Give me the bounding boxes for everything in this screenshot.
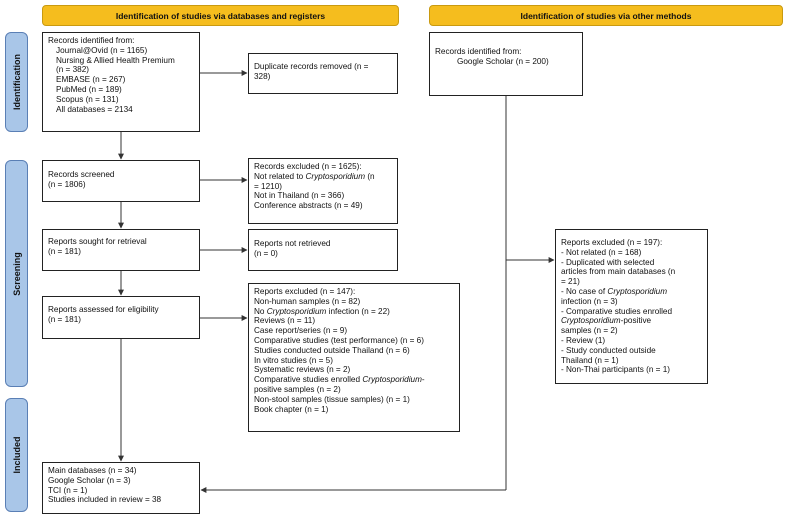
- excluded-line: Conference abstracts (n = 49): [254, 201, 363, 211]
- assessed-line: (n = 181): [48, 314, 81, 324]
- duplicates-line: Duplicate records removed (n =: [254, 62, 369, 71]
- excluded-line: = 1210): [254, 181, 282, 191]
- reason-line: Comparative studies (test performance) (…: [254, 335, 424, 345]
- google-scholar-count: Google Scholar (n = 200): [457, 56, 549, 66]
- other-reason-line: - Duplicated with selected: [561, 257, 655, 267]
- source-line: (n = 382): [56, 65, 89, 75]
- stage-included-label: Included: [11, 436, 22, 474]
- source-line: Scopus (n = 131): [56, 94, 119, 104]
- stage-identification: Identification: [5, 32, 28, 132]
- screened-line: (n = 1806): [48, 179, 86, 189]
- reason-line: Reviews (n = 11): [254, 316, 316, 326]
- reason-line: positive samples (n = 2): [254, 384, 341, 394]
- header-databases: Identification of studies via databases …: [42, 5, 399, 26]
- excluded-total: Records excluded (n = 1625):: [254, 162, 362, 171]
- reason-line: Non-human samples (n = 82): [254, 296, 361, 306]
- records-identified-title: Records identified from:: [48, 36, 135, 45]
- source-line: PubMed (n = 189): [56, 84, 122, 94]
- other-reason-line: - No case of Cryptosporidium: [561, 286, 668, 296]
- included-box: Main databases (n = 34) Google Scholar (…: [42, 462, 200, 514]
- other-excluded-total: Reports excluded (n = 197):: [561, 238, 663, 247]
- other-reason-line: - Study conducted outside: [561, 345, 656, 355]
- other-reason-line: - Not related (n = 168): [561, 247, 642, 257]
- reason-line: Book chapter (n = 1): [254, 404, 329, 414]
- other-reason-line: Thailand (n = 1): [561, 355, 619, 365]
- duplicates-line: 328): [254, 71, 271, 81]
- reports-assessed-box: Reports assessed for eligibility (n = 18…: [42, 296, 200, 339]
- other-reason-line: - Non-Thai participants (n = 1): [561, 365, 670, 375]
- screened-line: Records screened: [48, 170, 115, 179]
- other-records-title: Records identified from:: [435, 47, 522, 56]
- header-other-text: Identification of studies via other meth…: [520, 10, 692, 21]
- reason-line: In vitro studies (n = 5): [254, 355, 333, 365]
- reason-line: Studies conducted outside Thailand (n = …: [254, 345, 410, 355]
- all-databases-total: All databases = 2134: [56, 104, 133, 114]
- header-databases-text: Identification of studies via databases …: [115, 10, 326, 21]
- other-reason-line: - Review (1): [561, 335, 606, 345]
- included-line: TCI (n = 1): [48, 485, 88, 495]
- source-line: EMBASE (n = 267): [56, 75, 126, 85]
- included-line: Studies included in review = 38: [48, 495, 162, 505]
- source-line: Nursing & Allied Health Premium: [56, 55, 175, 65]
- reason-line: No Cryptosporidium infection (n = 22): [254, 306, 390, 316]
- records-screened-box: Records screened (n = 1806): [42, 160, 200, 202]
- other-reason-line: Cryptosporidium-positive: [561, 316, 652, 326]
- other-reason-line: samples (n = 2): [561, 326, 618, 336]
- not-retrieved-box: Reports not retrieved (n = 0): [248, 229, 398, 271]
- stage-screening: Screening: [5, 160, 28, 387]
- reason-line: Non-stool samples (tissue samples) (n = …: [254, 394, 410, 404]
- not-retrieved-line: (n = 0): [254, 248, 278, 258]
- reports-sought-box: Reports sought for retrieval (n = 181): [42, 229, 200, 271]
- assessed-line: Reports assessed for eligibility: [48, 305, 159, 314]
- records-identified-box: Records identified from: Journal@Ovid (n…: [42, 32, 200, 132]
- other-reason-line: - Comparative studies enrolled: [561, 306, 673, 316]
- records-excluded-box: Records excluded (n = 1625): Not related…: [248, 158, 398, 224]
- stage-identification-label: Identification: [11, 54, 22, 110]
- sought-line: Reports sought for retrieval: [48, 237, 147, 246]
- other-reason-line: = 21): [561, 277, 580, 287]
- stage-included: Included: [5, 398, 28, 512]
- not-retrieved-line: Reports not retrieved: [254, 239, 331, 248]
- included-line: Main databases (n = 34): [48, 466, 137, 475]
- sought-line: (n = 181): [48, 246, 81, 256]
- reason-line: Systematic reviews (n = 2): [254, 365, 351, 375]
- reports-excluded-total: Reports excluded (n = 147):: [254, 287, 356, 296]
- header-other-methods: Identification of studies via other meth…: [429, 5, 783, 26]
- reason-line: Case report/series (n = 9): [254, 326, 348, 336]
- other-reason-line: infection (n = 3): [561, 296, 618, 306]
- other-reason-line: articles from main databases (n: [561, 267, 676, 277]
- reason-line: Comparative studies enrolled Cryptospori…: [254, 375, 425, 385]
- other-excluded-box: Reports excluded (n = 197): - Not relate…: [555, 229, 708, 384]
- other-records-box: Records identified from: Google Scholar …: [429, 32, 583, 96]
- excluded-line: Not in Thailand (n = 366): [254, 191, 345, 201]
- source-line: Journal@Ovid (n = 1165): [56, 45, 148, 55]
- excluded-line: Not related to Cryptosporidium (n: [254, 171, 375, 181]
- duplicates-removed-box: Duplicate records removed (n = 328): [248, 53, 398, 94]
- stage-screening-label: Screening: [11, 251, 22, 296]
- included-line: Google Scholar (n = 3): [48, 475, 131, 485]
- reports-excluded-box: Reports excluded (n = 147): Non-human sa…: [248, 283, 460, 432]
